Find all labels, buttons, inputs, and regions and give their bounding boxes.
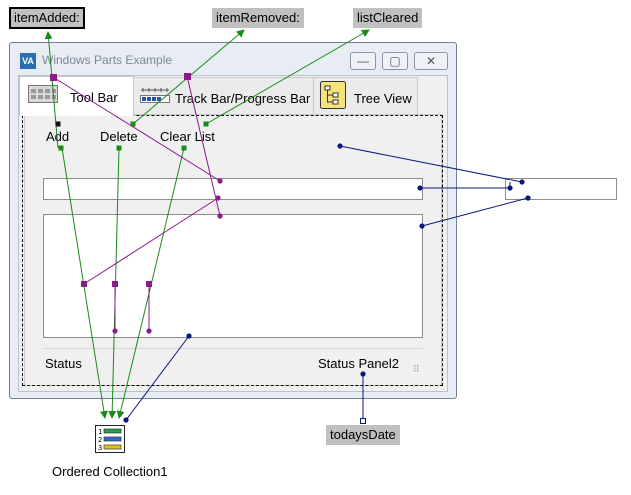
item-removed-event-tag[interactable]: itemRemoved:	[212, 8, 304, 28]
item-added-event-tag[interactable]: itemAdded:	[9, 7, 85, 29]
svg-text:2: 2	[98, 436, 102, 444]
toolbar-icon	[28, 85, 58, 103]
title-bar[interactable]: VA Windows Parts Example — ▢ ✕	[10, 43, 456, 75]
trackbar-icon	[140, 88, 170, 103]
tab-track-bar[interactable]: Track Bar/Progress Bar	[133, 77, 314, 114]
maximize-icon: ▢	[389, 54, 401, 68]
ordered-collection-label: Ordered Collection1	[52, 464, 168, 479]
todays-date-tag[interactable]: todaysDate	[326, 425, 400, 445]
status-bar-separator	[43, 348, 423, 349]
close-button[interactable]: ✕	[414, 52, 448, 70]
app-icon: VA	[20, 53, 36, 69]
items-list-box[interactable]	[43, 214, 423, 338]
list-cleared-event-tag[interactable]: listCleared	[353, 8, 423, 28]
status-panel-1: Status	[45, 356, 82, 371]
close-icon: ✕	[425, 54, 437, 68]
add-button[interactable]: Add	[46, 129, 70, 144]
minimize-button[interactable]: —	[350, 52, 376, 70]
svg-text:3: 3	[98, 444, 102, 452]
status-panel-2: Status Panel2	[318, 356, 399, 371]
tab-tool-bar-label: Tool Bar	[70, 90, 118, 105]
treeview-icon	[320, 81, 346, 109]
external-text-box[interactable]	[505, 178, 617, 200]
svg-text:1: 1	[98, 428, 102, 436]
size-grip[interactable]: ⠿	[413, 364, 420, 374]
delete-button[interactable]: Delete	[100, 129, 138, 144]
tab-tree-view-label: Tree View	[354, 91, 412, 106]
clear-list-button[interactable]: Clear List	[160, 129, 215, 144]
tab-track-bar-label: Track Bar/Progress Bar	[175, 91, 311, 106]
tab-tool-bar[interactable]: Tool Bar	[19, 76, 134, 116]
ordered-collection-icon[interactable]: 1 2 3	[95, 425, 125, 453]
maximize-button[interactable]: ▢	[382, 52, 408, 70]
item-text-field[interactable]	[43, 178, 423, 200]
tab-tree-view[interactable]: Tree View	[313, 77, 418, 114]
window-title: Windows Parts Example	[42, 53, 173, 67]
minimize-icon: —	[357, 54, 369, 68]
